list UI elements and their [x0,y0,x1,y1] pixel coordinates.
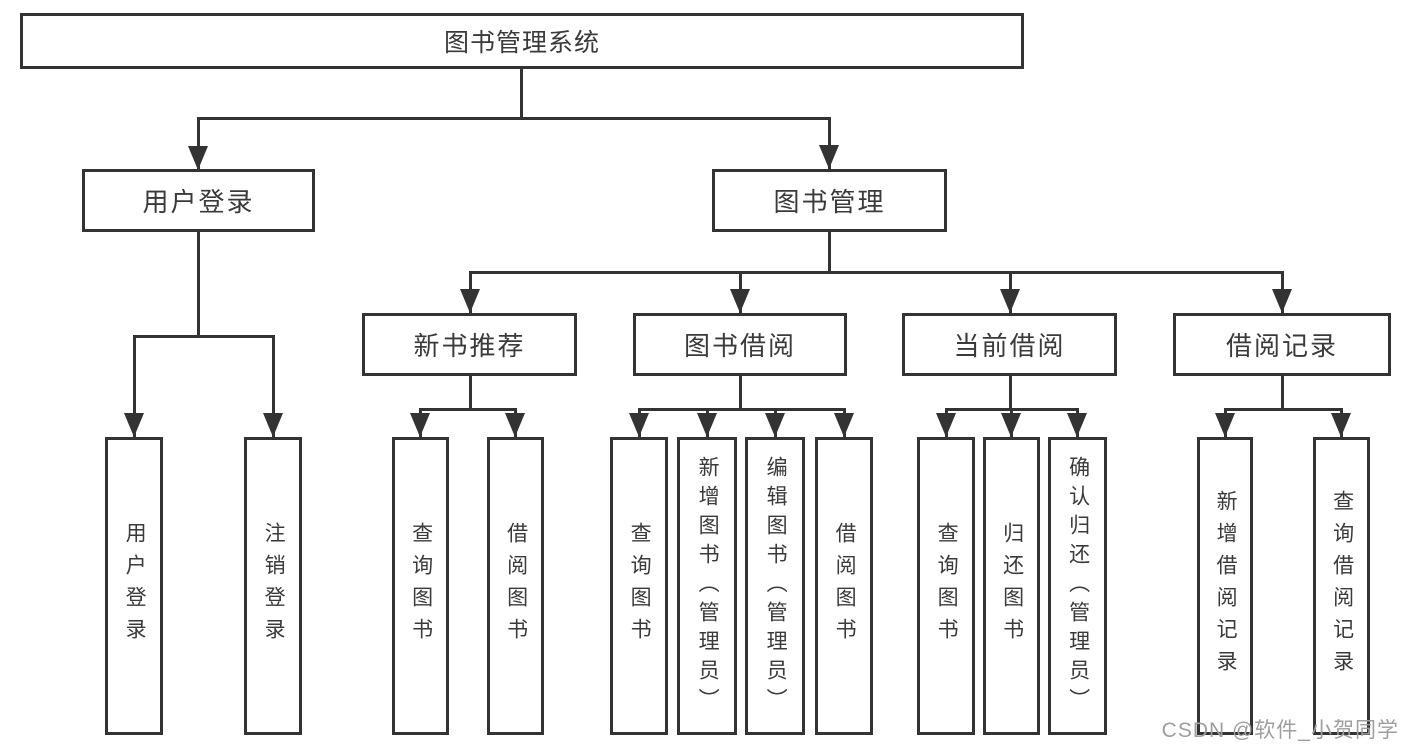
node-cb-confirm-return-admin: 确认归还（管理员） [1048,437,1107,735]
arrowhead-bb-borrow [834,413,854,437]
node-bb-add-books-admin-label: 新增图书（管理员） [696,455,720,717]
arrowhead-cb-confirm [1067,413,1087,437]
node-ul-user-login: 用户登录 [105,437,163,735]
node-bb-add-books-admin: 新增图书（管理员） [677,437,737,735]
node-ul-user-login-label: 用户登录 [123,522,147,650]
node-user-login-label: 用户登录 [142,187,255,217]
node-book-borrowing-label: 图书借阅 [683,331,796,361]
node-cb-query-books-label: 查询图书 [935,522,959,650]
connector-bb-trunk [739,376,742,408]
connector-stub-ul-logout [272,335,275,437]
connector-br-trunk [1281,376,1284,408]
connector-user-login-trunk [197,232,200,335]
node-br-query-record-label: 查询借阅记录 [1330,490,1354,682]
node-new-book-recommend-label: 新书推荐 [413,331,526,361]
node-br-add-record: 新增借阅记录 [1197,437,1253,735]
arrowhead-br-query [1331,413,1351,437]
node-root-label: 图书管理系统 [443,29,600,57]
node-ul-logout-label: 注销登录 [262,522,286,650]
arrowhead-ul-logout [263,413,283,437]
arrowhead-current-borrowing [1000,289,1020,313]
connector-user-login-hbar [133,335,275,338]
node-book-borrowing: 图书借阅 [633,313,847,376]
node-bb-query-books: 查询图书 [610,437,668,735]
node-root: 图书管理系统 [20,13,1024,69]
connector-nb-trunk [469,376,472,408]
arrowhead-user-login [188,146,208,170]
node-bb-edit-books-admin: 编辑图书（管理员） [745,437,805,735]
arrowhead-new-book-recommend [460,289,480,313]
connector-root-stub-user-login [197,117,200,170]
node-bb-query-books-label: 查询图书 [628,522,652,650]
node-ul-logout: 注销登录 [244,437,302,735]
node-nb-borrow-books-label: 借阅图书 [504,522,528,650]
connector-root-trunk [520,69,523,117]
connector-book-management-hbar [469,271,1284,274]
arrowhead-book-borrowing [730,289,750,313]
node-book-management: 图书管理 [712,169,947,232]
arrowhead-br-add [1215,413,1235,437]
connector-book-management-trunk [828,232,831,271]
arrowhead-bb-edit [765,413,785,437]
arrowhead-bb-add [697,413,717,437]
node-bb-borrow-books-label: 借阅图书 [833,522,857,650]
arrowhead-book-management [819,145,839,169]
node-book-management-label: 图书管理 [773,187,886,217]
node-bb-borrow-books: 借阅图书 [815,437,873,735]
node-user-login: 用户登录 [82,169,315,232]
arrowhead-nb-query [410,413,430,437]
arrowhead-cb-query [936,413,956,437]
arrowhead-borrowing-records [1272,289,1292,313]
node-cb-return-books: 归还图书 [983,437,1040,735]
node-cb-return-books-label: 归还图书 [1000,522,1024,650]
arrowhead-nb-borrow [505,413,525,437]
arrowhead-bb-query [629,413,649,437]
node-cb-confirm-return-admin-label: 确认归还（管理员） [1066,455,1090,717]
node-current-borrowing: 当前借阅 [902,313,1117,376]
connector-cb-trunk [1009,376,1012,408]
connector-root-hbar [197,117,831,120]
csdn-watermark: CSDN @软件_小贺同学 [1161,719,1399,742]
connector-root-stub-book-management [828,117,831,169]
node-nb-query-books-label: 查询图书 [409,522,433,650]
node-nb-borrow-books: 借阅图书 [487,437,544,735]
node-new-book-recommend: 新书推荐 [362,313,577,376]
node-br-add-record-label: 新增借阅记录 [1214,490,1238,682]
node-bb-edit-books-admin-label: 编辑图书（管理员） [764,455,788,717]
node-br-query-record: 查询借阅记录 [1313,437,1370,735]
connector-bb-hbar [638,408,845,411]
arrowhead-cb-return [1001,413,1021,437]
node-borrowing-records-label: 借阅记录 [1225,331,1338,361]
connector-br-hbar [1224,408,1342,411]
node-current-borrowing-label: 当前借阅 [953,331,1066,361]
connector-stub-ul-user-login [133,335,136,437]
node-borrowing-records: 借阅记录 [1173,313,1391,376]
connector-nb-hbar [419,408,517,411]
node-cb-query-books: 查询图书 [917,437,975,735]
node-nb-query-books: 查询图书 [392,437,449,735]
arrowhead-ul-user-login [124,413,144,437]
